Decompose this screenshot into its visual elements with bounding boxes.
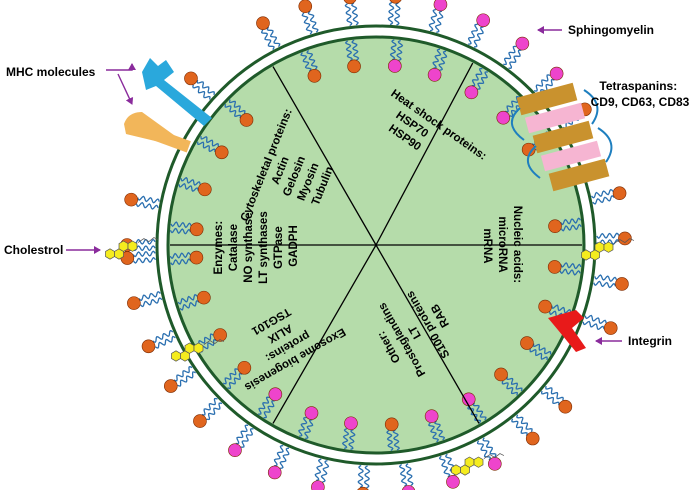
phospholipid xyxy=(224,99,254,127)
phospholipid xyxy=(548,217,582,233)
phospholipid xyxy=(494,367,523,396)
phospholipid xyxy=(384,417,401,452)
phospholipid xyxy=(356,464,371,495)
phospholipid xyxy=(256,16,281,50)
segment-dividers xyxy=(170,62,582,424)
segment-divider xyxy=(375,244,480,424)
phospholipid xyxy=(520,336,552,360)
phospholipid xyxy=(222,360,252,390)
phospholipid xyxy=(582,314,618,335)
tetraspanins-label: Tetraspanins: CD9, CD63, CD83 xyxy=(591,79,690,109)
sphingomyelin xyxy=(428,0,448,34)
integrin-label: Integrin xyxy=(628,334,672,348)
tetraspanin-proteins xyxy=(511,82,613,192)
phospholipid xyxy=(178,177,212,197)
inner-lipid-layer xyxy=(169,39,582,452)
phospholipid xyxy=(124,192,160,210)
segment-divider xyxy=(272,66,377,246)
sphingomyelin xyxy=(427,48,448,82)
cholesterol-molecule xyxy=(451,453,505,476)
receptor-molecule xyxy=(124,112,191,153)
sphingomyelin xyxy=(341,416,358,451)
cholestrol-label: Cholestrol xyxy=(4,243,63,257)
sphingomyelin xyxy=(464,67,488,100)
phospholipid xyxy=(120,250,157,265)
cholesterol-molecule xyxy=(581,238,635,261)
phospholipid xyxy=(547,260,582,276)
phospholipid xyxy=(184,71,215,100)
phospholipid xyxy=(169,250,204,266)
sphingomyelin xyxy=(533,66,564,97)
phospholipid xyxy=(540,385,573,414)
phospholipid xyxy=(344,39,361,74)
sphingomyelin-label: Sphingomyelin xyxy=(568,23,654,37)
sphingomyelin xyxy=(388,39,404,73)
sphingomyelin xyxy=(267,444,290,480)
phospholipid xyxy=(127,291,163,310)
cholesterol-molecules xyxy=(105,237,635,476)
phospholipid xyxy=(193,397,223,428)
enzymes-label: Enzymes: Catalase NO synthase LT synthas… xyxy=(213,208,300,284)
phospholipid xyxy=(343,0,359,27)
mhc-molecules-label: MHC molecules xyxy=(6,65,96,79)
phospholipid xyxy=(169,221,204,237)
segment-divider xyxy=(375,62,474,246)
phospholipid xyxy=(163,366,196,393)
phospholipid xyxy=(387,0,402,26)
phospholipid xyxy=(197,136,229,160)
nucleic-acids-label: Nucleic acids: microRNA mRNA xyxy=(481,206,523,287)
phospholipid xyxy=(300,49,322,83)
label-arrows xyxy=(66,26,622,345)
sphingomyelin xyxy=(503,36,530,69)
integrin-molecule xyxy=(548,310,586,352)
phospholipid xyxy=(298,0,319,35)
sphingomyelin xyxy=(398,463,416,495)
mhc-arrow-2 xyxy=(117,73,134,105)
cholesterol-molecule xyxy=(171,339,225,362)
sphingomyelin xyxy=(424,409,446,443)
sphingomyelin xyxy=(298,406,319,440)
phospholipid xyxy=(593,274,629,291)
sphingomyelin xyxy=(228,424,254,458)
phospholipid xyxy=(177,290,211,311)
mhc-arrow xyxy=(106,63,136,71)
phospholipid xyxy=(511,414,540,446)
outer-labels: MHC molecules Sphingomyelin Tetraspanins… xyxy=(4,23,690,348)
outer-lipid-layer xyxy=(120,0,632,495)
segment-divider xyxy=(272,244,377,424)
phospholipid xyxy=(591,186,627,205)
sphingomyelin xyxy=(467,13,490,48)
phospholipid xyxy=(141,329,176,354)
cholesterol-molecule xyxy=(105,237,159,260)
sphingomyelin xyxy=(311,458,330,494)
mhc-molecule xyxy=(142,58,212,126)
sphingomyelin xyxy=(258,387,283,419)
